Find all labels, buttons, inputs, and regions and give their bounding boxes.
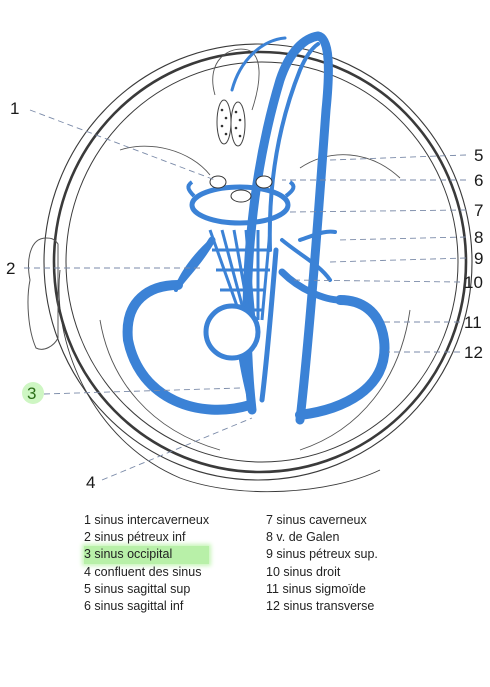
olfactory-bulbs — [216, 99, 246, 147]
legend-item-1: 1 sinus intercaverneux — [84, 513, 210, 527]
ear-outline — [27, 237, 59, 350]
callout-numbers: 1 2 3 4 5 6 7 8 9 10 11 12 — [6, 99, 483, 492]
leader-9 — [329, 257, 467, 263]
callout-6: 6 — [474, 171, 483, 190]
skull-outline — [43, 43, 473, 493]
legend-item-11: 11 sinus sigmoïde — [266, 581, 366, 596]
petrosal-sinus-left — [174, 238, 214, 292]
legend: 1 sinus intercaverneux 2 sinus pétreux i… — [84, 512, 414, 622]
legend-item-10: 10 sinus droit — [266, 564, 341, 579]
falx-vessel-left — [230, 36, 287, 92]
legend-item-5: 5 sinus sagittal sup — [84, 581, 191, 596]
olfactory-dots — [220, 108, 242, 138]
callout-8: 8 — [474, 228, 483, 247]
legend-column-left: 1 sinus intercaverneux 2 sinus pétreux i… — [84, 512, 210, 615]
legend-item-6: 6 sinus sagittal inf — [84, 599, 184, 614]
great-cerebral-vein — [298, 229, 337, 242]
leader-3 — [43, 387, 241, 395]
legend-item-4: 4 confluent des sinus — [84, 564, 202, 579]
legend-item-2: 2 sinus pétreux inf — [84, 530, 186, 545]
callout-3: 3 — [27, 384, 36, 403]
callout-9: 9 — [474, 249, 483, 268]
callout-11: 11 — [464, 313, 482, 332]
legend-item-3-highlighted: 3 sinus occipital — [84, 546, 210, 564]
legend-item-7: 7 sinus caverneux — [266, 513, 367, 527]
foramen-magnum — [203, 303, 261, 361]
sella-clinoids — [209, 175, 273, 203]
callout-5: 5 — [474, 146, 483, 165]
callout-1: 1 — [10, 99, 19, 118]
callout-3-glow — [22, 382, 44, 404]
inferior-sagittal-sinus — [267, 42, 320, 252]
callout-leaders — [24, 109, 467, 481]
transverse-sinus-left — [122, 280, 255, 415]
leader-10 — [289, 279, 461, 283]
straight-sinus — [259, 247, 279, 403]
leader-1 — [29, 109, 216, 181]
leader-5 — [329, 154, 467, 161]
callout-12: 12 — [464, 343, 483, 362]
sigmoid-sinus-right — [278, 268, 344, 304]
petrosal-sinus-right — [280, 238, 332, 282]
legend-item-9: 9 sinus pétreux sup. — [266, 547, 378, 562]
leader-8 — [337, 236, 467, 241]
leader-4 — [101, 417, 253, 481]
transverse-sinus-right — [295, 295, 390, 420]
callout-2: 2 — [6, 259, 15, 278]
legend-item-12: 12 sinus transverse — [266, 599, 375, 614]
callout-10: 10 — [464, 273, 483, 292]
cavernous-sinus-region — [186, 180, 296, 226]
legend-column-right: 7 sinus caverneux 8 v. de Galen 9 sinus … — [266, 512, 378, 615]
basilar-plexus — [208, 229, 272, 321]
legend-item-8: 8 v. de Galen — [266, 530, 340, 545]
callout-4: 4 — [86, 473, 95, 492]
superior-sagittal-sinus — [242, 31, 333, 425]
venous-sinuses — [122, 31, 390, 425]
callout-7: 7 — [474, 201, 483, 220]
